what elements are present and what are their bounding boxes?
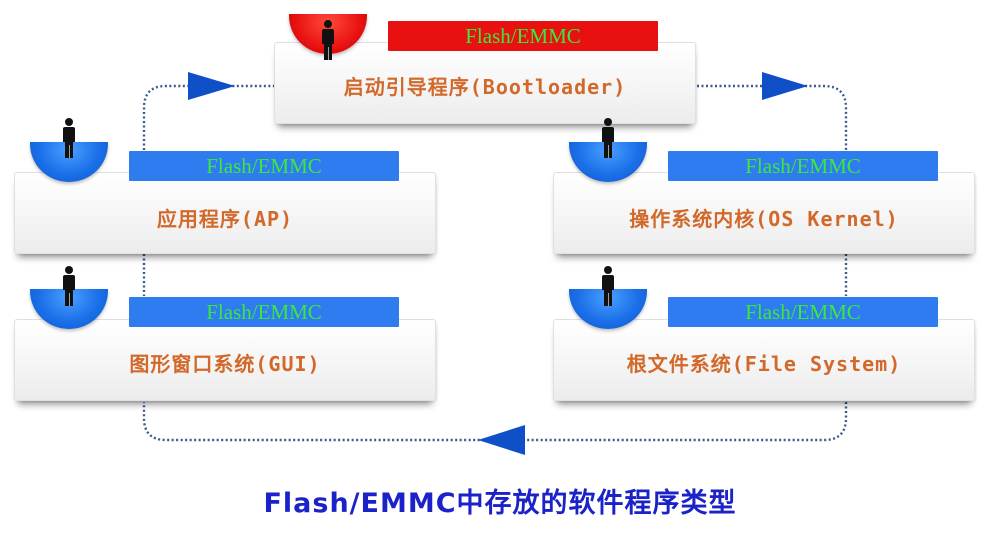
diagram-caption: Flash/EMMC中存放的软件程序类型 bbox=[263, 488, 737, 519]
node-file-system: 根文件系统(File System) bbox=[553, 319, 975, 401]
arrow-right-icon bbox=[762, 72, 808, 100]
node-os-kernel: 操作系统内核(OS Kernel) bbox=[553, 172, 975, 254]
person-icon bbox=[600, 266, 616, 306]
person-icon bbox=[320, 20, 336, 60]
connector-bootloader-to-kernel bbox=[697, 84, 848, 150]
person-icon bbox=[600, 118, 616, 158]
node-label: 图形窗口系统(GUI) bbox=[129, 352, 321, 376]
arrow-right-icon bbox=[188, 72, 235, 100]
node-ap: 应用程序(AP) bbox=[14, 172, 436, 254]
storage-tag: Flash/EMMC bbox=[129, 151, 399, 181]
node-label: 应用程序(AP) bbox=[156, 207, 294, 231]
person-icon bbox=[61, 118, 77, 158]
storage-tag: Flash/EMMC bbox=[388, 21, 658, 51]
storage-tag: Flash/EMMC bbox=[129, 297, 399, 327]
node-gui: 图形窗口系统(GUI) bbox=[14, 319, 436, 401]
connector-filesystem-to-gui bbox=[142, 402, 848, 442]
node-bootloader: 启动引导程序(Bootloader) bbox=[274, 42, 696, 124]
node-label: 根文件系统(File System) bbox=[626, 352, 902, 376]
arrow-left-icon bbox=[478, 425, 525, 455]
node-label: 启动引导程序(Bootloader) bbox=[343, 75, 627, 99]
storage-tag: Flash/EMMC bbox=[668, 151, 938, 181]
node-label: 操作系统内核(OS Kernel) bbox=[629, 207, 899, 231]
person-icon bbox=[61, 266, 77, 306]
storage-tag: Flash/EMMC bbox=[668, 297, 938, 327]
connector-ap-to-bootloader bbox=[142, 84, 276, 150]
